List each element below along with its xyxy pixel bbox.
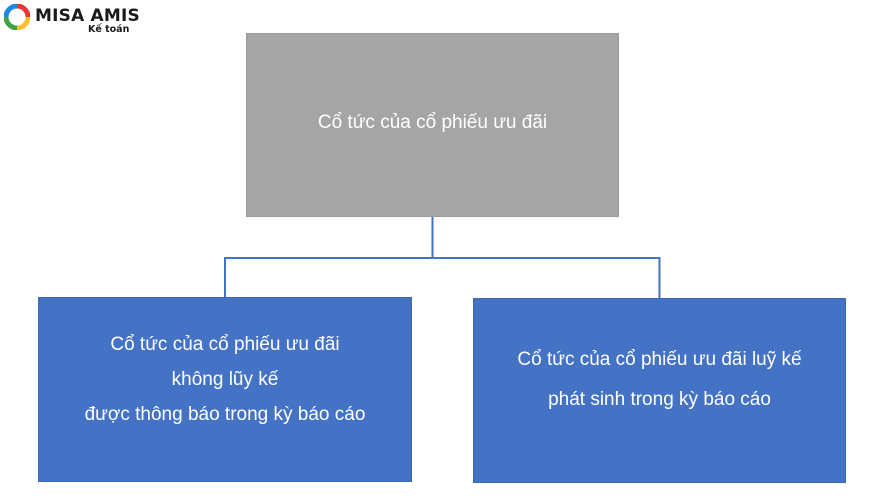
child-left-line-3: được thông báo trong kỳ báo cáo [84, 404, 366, 425]
child-right-line-1: Cổ tức của cổ phiếu ưu đãi luỹ kế [517, 348, 802, 370]
child-left-line-2: không lũy kế [171, 369, 279, 390]
child-node-cumulative: Cổ tức của cổ phiếu ưu đãi luỹ kế phát s… [473, 298, 846, 483]
root-node: Cổ tức của cổ phiếu ưu đãi [246, 33, 619, 217]
misa-amis-logo: MISA AMIS Kế toán [4, 3, 140, 39]
misa-logo-icon [4, 4, 30, 30]
child-node-non-cumulative: Cổ tức của cổ phiếu ưu đãi không lũy kế … [38, 297, 412, 482]
logo-subtitle: Kế toán [88, 24, 130, 35]
child-right-line-2: phát sinh trong kỳ báo cáo [548, 388, 771, 410]
root-node-label: Cổ tức của cổ phiếu ưu đãi [317, 112, 548, 133]
child-left-line-1: Cổ tức của cổ phiếu ưu đãi [110, 334, 340, 355]
logo-name: MISA AMIS [35, 6, 141, 26]
